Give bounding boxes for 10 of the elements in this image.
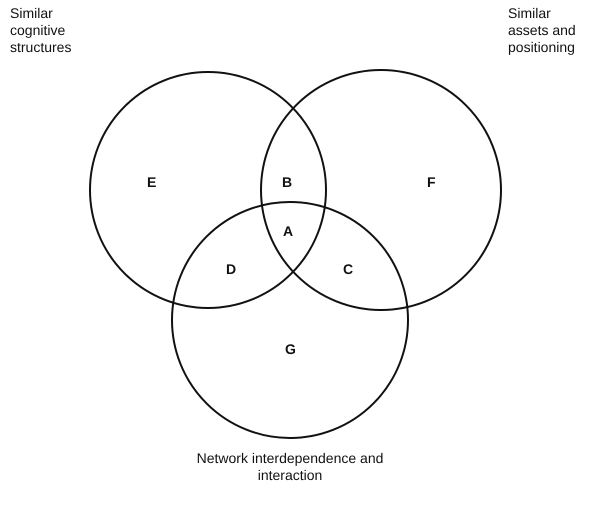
set-label: Similar cognitive structures <box>10 5 72 56</box>
region-letter: B <box>282 174 292 190</box>
region-letter: D <box>226 261 236 277</box>
region-letter: G <box>285 341 296 357</box>
region-letter: E <box>147 174 156 190</box>
region-letter: C <box>343 261 354 277</box>
region-letter: A <box>283 223 294 239</box>
set-label: Network interdependence and interaction <box>196 450 384 484</box>
set-label: Similar assets and positioning <box>508 5 577 56</box>
region-letter: F <box>427 174 436 190</box>
